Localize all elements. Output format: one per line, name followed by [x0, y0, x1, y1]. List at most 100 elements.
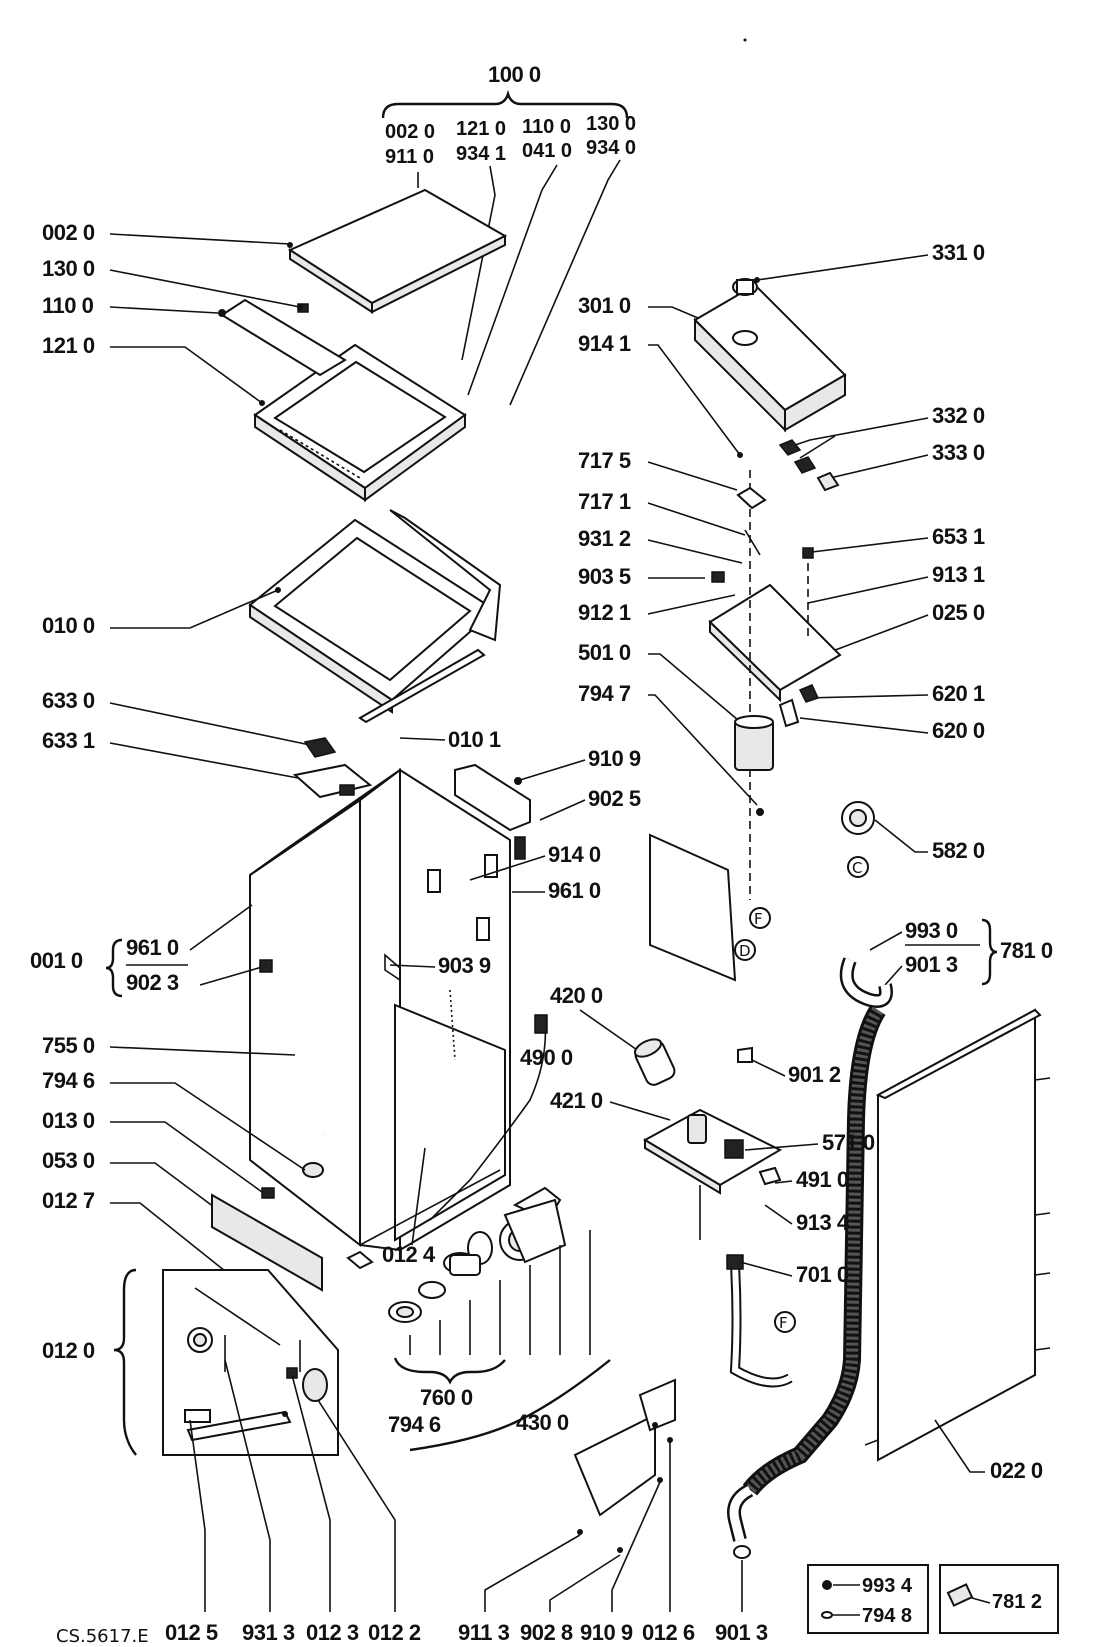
label-620-0: 620 0: [932, 718, 985, 743]
label-901-2: 901 2: [788, 1062, 841, 1087]
label-571-0: 571 0: [822, 1130, 875, 1155]
tub-cover: [248, 509, 502, 724]
label-755-0: 755 0: [42, 1033, 95, 1058]
label-701-0: 701 0: [796, 1262, 849, 1287]
inlet-hose: F 701 0: [726, 1254, 849, 1388]
label-333-0: 333 0: [932, 440, 985, 465]
label-cab-902: 902 3: [126, 970, 179, 995]
label-491-0: 491 0: [796, 1167, 849, 1192]
label-913-1: 913 1: [932, 562, 985, 587]
label-910-9: 910 9: [588, 746, 641, 771]
label-010-0: 010 0: [42, 613, 95, 638]
tub-callouts: 010 0 010 1 633 0 633 1: [42, 589, 501, 779]
label-781-0: 781 0: [1000, 938, 1053, 963]
label-130-0: 130 0: [42, 256, 95, 281]
drive-rod: F: [749, 808, 771, 929]
label-053-0: 053 0: [42, 1148, 95, 1173]
label-902-5: 902 5: [588, 786, 641, 811]
label-794-6-lower: 794 6: [388, 1412, 441, 1437]
top-code-041: 041 0: [522, 140, 572, 162]
timer-bracket: 571 0 491 0 913 4: [642, 1108, 875, 1240]
timer-motor: [734, 715, 774, 771]
drain-hose: [727, 957, 893, 1559]
top-code-110: 110 0: [522, 116, 571, 138]
label-912-1: 912 1: [578, 600, 631, 625]
label-760-0: 760 0: [420, 1385, 473, 1410]
legend-993-4: 993 4: [862, 1575, 913, 1597]
pulley: C 582 0: [841, 801, 985, 878]
top-code-911: 911 0: [385, 146, 434, 168]
label-cab-961: 961 0: [126, 935, 179, 960]
label-914-0: 914 0: [548, 842, 601, 867]
wire-harness: [429, 989, 548, 1221]
kit-012-box: 012 0: [42, 1268, 339, 1456]
capacitor: [633, 1038, 676, 1086]
label-914-1: 914 1: [578, 331, 631, 356]
label-110-0: 110 0: [42, 293, 94, 318]
connector-d: D: [739, 942, 751, 960]
label-002-0: 002 0: [42, 220, 95, 245]
side-panel-small: [649, 833, 737, 982]
label-430-0: 430 0: [516, 1410, 569, 1435]
motor-column-callouts: 717 5 717 1 931 2 903 5 912 1 653 1 913 …: [578, 448, 985, 806]
label-420-0: 420 0: [550, 983, 603, 1008]
label-620-1: 620 1: [932, 681, 985, 706]
label-911-3: 911 3: [458, 1620, 510, 1645]
label-012-5: 012 5: [165, 1620, 218, 1645]
label-653-1: 653 1: [932, 524, 985, 549]
top-code-002: 002 0: [385, 121, 435, 143]
label-717-1: 717 1: [578, 489, 631, 514]
label-903-5: 903 5: [578, 564, 631, 589]
middle-callouts: 910 9 902 5 914 0 961 0 903 9 420 0 490 …: [382, 746, 671, 1267]
label-582-0: 582 0: [932, 838, 985, 863]
internal-hose: [295, 934, 327, 1178]
top-frame: [253, 343, 467, 502]
label-901-3-hose: 901 3: [905, 952, 958, 977]
label-331-0: 331 0: [932, 240, 985, 265]
label-931-3: 931 3: [242, 1620, 295, 1645]
cabinet-callouts: 001 0 961 0 902 3 755 0 794 6 013 0 053 …: [30, 904, 306, 1296]
label-012-7: 012 7: [42, 1188, 95, 1213]
selector-knobs: [778, 439, 840, 492]
side-panel-large: 022 0: [864, 1008, 1051, 1483]
label-022-0: 022 0: [990, 1458, 1043, 1483]
label-301-0: 301 0: [578, 293, 631, 318]
top-leaders: [417, 159, 621, 406]
label-794-7: 794 7: [578, 681, 631, 706]
label-121-0: 121 0: [42, 333, 95, 358]
label-910-9-bottom: 910 9: [580, 1620, 633, 1645]
label-902-8: 902 8: [520, 1620, 573, 1645]
hinge-bar: [218, 298, 347, 377]
label-913-4: 913 4: [796, 1210, 850, 1235]
label-490-0: 490 0: [520, 1045, 573, 1070]
connector-f-upper: F: [754, 910, 763, 928]
label-901-3-bottom: 901 3: [715, 1620, 768, 1645]
motor-bracket: [708, 470, 842, 900]
label-012-3: 012 3: [306, 1620, 359, 1645]
label-993-0: 993 0: [905, 918, 958, 943]
label-961-0-mid: 961 0: [548, 878, 601, 903]
group-label-100: 100 0: [488, 62, 541, 87]
right-callouts-top: 331 0 301 0 914 1 332 0 333 0: [578, 240, 985, 479]
label-501-0: 501 0: [578, 640, 631, 665]
label-012-2: 012 2: [368, 1620, 421, 1645]
top-code-130: 130 0: [586, 113, 636, 135]
pump-assembly: 760 0 794 6 430 0: [388, 1186, 611, 1452]
label-421-0: 421 0: [550, 1088, 603, 1113]
rod-d: D 901 2: [734, 939, 841, 1087]
legend-794-8: 794 8: [862, 1605, 912, 1627]
plinth: [211, 1187, 374, 1292]
bottom-bracket: [573, 1378, 676, 1553]
control-panel: [693, 278, 847, 433]
rear-bracket: [454, 763, 531, 860]
lid-panel: [287, 188, 508, 314]
label-931-2: 931 2: [578, 526, 631, 551]
top-code-934-1: 934 1: [456, 143, 506, 165]
label-010-1: 010 1: [448, 727, 501, 752]
label-001-0: 001 0: [30, 948, 83, 973]
hose-group-callouts: 993 0 901 3 781 0: [869, 918, 1053, 986]
connector-c: C: [852, 859, 862, 877]
top-brace: [381, 89, 629, 119]
connector-f-lower: F: [779, 1314, 788, 1332]
